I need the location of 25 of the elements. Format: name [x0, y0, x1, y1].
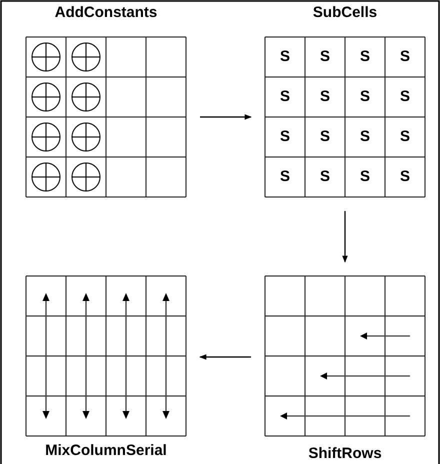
cell-text: S [398, 87, 411, 107]
cell-text: S [318, 47, 331, 67]
step-title: ShiftRows [307, 445, 383, 462]
cell-text: S [358, 87, 371, 107]
cell-text: S [278, 167, 291, 187]
cell-text: S [278, 127, 291, 147]
cell-text: S [358, 127, 371, 147]
arrow [200, 114, 252, 120]
cell-text: S [398, 127, 411, 147]
state-grid [265, 4, 425, 197]
cell-text: S [358, 47, 371, 67]
state-grid [26, 4, 186, 197]
step-title: AddConstants [54, 4, 158, 21]
cell-text: S [398, 47, 411, 67]
cell-text: S [318, 87, 331, 107]
step-title: MixColumnSerial [44, 442, 168, 459]
arrow [342, 211, 348, 263]
cell-text: S [398, 167, 411, 187]
cell-text: S [318, 167, 331, 187]
step-title: SubCells [312, 4, 378, 21]
cell-text: S [318, 127, 331, 147]
cell-text: S [358, 167, 371, 187]
cell-text: S [278, 87, 291, 107]
cell-text: S [278, 47, 291, 67]
arrow [199, 354, 251, 360]
